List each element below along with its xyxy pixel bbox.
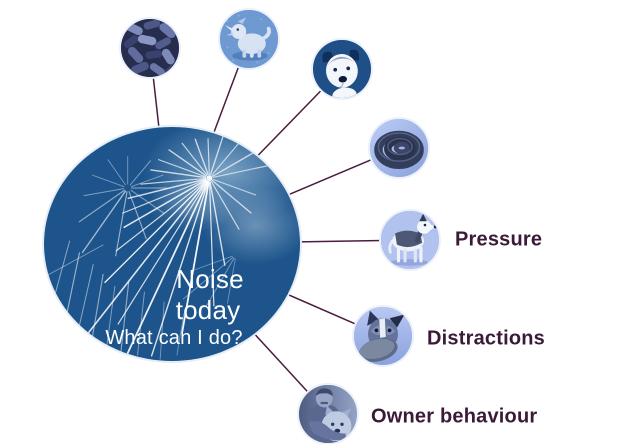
node-medication bbox=[119, 17, 181, 79]
fireworks-image bbox=[44, 127, 300, 361]
dog-face-icon bbox=[313, 40, 371, 98]
hub-title-line2: today bbox=[175, 295, 241, 325]
node-collar bbox=[368, 117, 430, 179]
dog-with-treat-icon bbox=[354, 307, 412, 365]
node-dog-outdoors bbox=[218, 8, 280, 70]
dog-outdoors-icon bbox=[220, 10, 278, 68]
collar-icon bbox=[370, 119, 428, 177]
hub-circle-noise-today: Noise today What can I do? bbox=[42, 125, 302, 363]
node-pressure bbox=[379, 209, 441, 271]
owner-hug-dog-icon bbox=[299, 385, 357, 443]
label-pressure: Pressure bbox=[455, 228, 543, 251]
node-owner-behaviour bbox=[297, 383, 359, 444]
node-distractions bbox=[352, 305, 414, 367]
pressure-vest-dog-icon bbox=[381, 211, 439, 269]
label-distractions: Distractions bbox=[427, 327, 545, 350]
label-owner-behaviour: Owner behaviour bbox=[371, 405, 538, 428]
hub-subtitle: What can I do? bbox=[105, 327, 243, 349]
hub-title-line1: Noise bbox=[176, 264, 244, 294]
capsules-icon bbox=[121, 19, 179, 77]
node-dog-face bbox=[311, 38, 373, 100]
